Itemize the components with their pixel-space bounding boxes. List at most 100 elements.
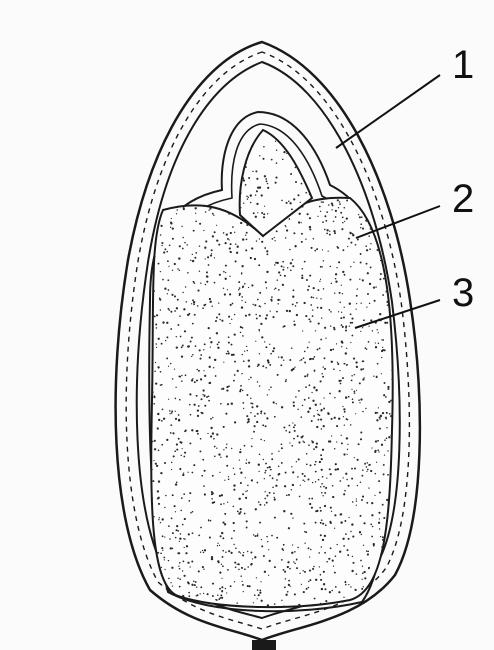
- stipple-dot: [166, 336, 168, 338]
- stipple-dot: [382, 412, 384, 414]
- stipple-dot: [360, 438, 362, 440]
- stipple-dot: [354, 457, 355, 458]
- stipple-dot: [180, 336, 182, 338]
- stipple-dot: [348, 238, 350, 240]
- stipple-dot: [181, 346, 183, 348]
- stipple-dot: [251, 479, 253, 481]
- stipple-dot: [311, 498, 313, 500]
- stipple-dot: [179, 562, 181, 564]
- stipple-dot: [293, 232, 295, 234]
- stipple-dot: [157, 413, 159, 415]
- stipple-dot: [169, 244, 171, 246]
- stipple-dot: [216, 448, 217, 449]
- stipple-dot: [153, 290, 155, 292]
- stipple-dot: [331, 590, 333, 592]
- stipple-dot: [182, 524, 184, 526]
- stipple-dot: [281, 559, 283, 561]
- stipple-dot: [176, 443, 178, 445]
- stipple-dot: [320, 419, 322, 421]
- stipple-dot: [226, 455, 228, 457]
- stipple-dot: [290, 173, 292, 175]
- stipple-dot: [155, 324, 157, 326]
- stipple-dot: [342, 249, 344, 251]
- stipple-dot: [188, 595, 190, 597]
- stipple-dot: [261, 212, 263, 214]
- stipple-dot: [320, 298, 321, 299]
- stipple-dot: [190, 566, 191, 567]
- stipple-dot: [286, 229, 288, 231]
- stipple-dot: [234, 562, 236, 564]
- stipple-dot: [219, 588, 221, 590]
- stipple-dot: [379, 418, 381, 420]
- stipple-dot: [382, 294, 384, 296]
- stipple-dot: [360, 223, 362, 225]
- stipple-dot: [376, 376, 378, 378]
- stipple-dot: [260, 439, 262, 441]
- stipple-dot: [298, 458, 300, 460]
- stipple-dot: [389, 413, 391, 415]
- stipple-dot: [319, 348, 321, 350]
- stipple-dot: [334, 293, 335, 294]
- stipple-dot: [304, 543, 305, 544]
- stipple-dot: [264, 440, 265, 441]
- stipple-dot: [158, 503, 160, 505]
- stipple-dot: [281, 462, 283, 464]
- stipple-dot: [213, 215, 214, 216]
- stipple-dot: [251, 446, 253, 448]
- stipple-dot: [156, 465, 158, 467]
- stipple-dot: [380, 273, 382, 275]
- stipple-dot: [362, 368, 364, 370]
- stipple-dot: [296, 559, 298, 561]
- stipple-dot: [264, 478, 265, 479]
- stipple-dot: [160, 271, 161, 272]
- stipple-dot: [360, 481, 361, 482]
- stipple-dot: [303, 523, 305, 525]
- stipple-dot: [231, 344, 233, 346]
- stipple-dot: [188, 592, 190, 594]
- stipple-dot: [321, 519, 323, 521]
- stipple-dot: [307, 289, 309, 291]
- stipple-dot: [324, 368, 326, 370]
- stipple-dot: [153, 396, 155, 398]
- stipple-dot: [234, 333, 236, 335]
- stipple-dot: [171, 294, 173, 296]
- stipple-dot: [242, 402, 244, 404]
- stipple-dot: [205, 258, 206, 259]
- stipple-dot: [248, 287, 249, 288]
- stipple-dot: [228, 476, 229, 477]
- stipple-dot: [221, 320, 223, 322]
- stipple-dot: [302, 435, 304, 437]
- stipple-dot: [306, 279, 308, 281]
- stipple-dot: [293, 438, 295, 440]
- stipple-dot: [233, 522, 235, 524]
- stipple-dot: [257, 187, 259, 189]
- stipple-dot: [158, 419, 160, 421]
- stipple-dot: [197, 290, 199, 292]
- stipple-dot: [359, 382, 361, 384]
- stipple-dot: [224, 293, 226, 295]
- stipple-dot: [313, 238, 315, 240]
- stipple-dot: [157, 366, 159, 368]
- stipple-dot: [304, 481, 305, 482]
- stipple-dot: [281, 200, 283, 202]
- stipple-dot: [386, 322, 388, 324]
- stipple-dot: [380, 416, 382, 418]
- stipple-dot: [362, 228, 364, 230]
- stipple-dot: [318, 323, 320, 325]
- stipple-dot: [175, 398, 177, 400]
- stipple-dot: [360, 253, 362, 255]
- stipple-dot: [270, 310, 271, 311]
- stipple-dot: [178, 438, 180, 440]
- stipple-dot: [344, 363, 345, 364]
- stipple-dot: [269, 560, 271, 562]
- stipple-dot: [367, 272, 369, 274]
- stipple-dot: [339, 302, 341, 304]
- stipple-dot: [233, 489, 235, 491]
- stipple-dot: [374, 300, 376, 302]
- stipple-dot: [349, 326, 350, 327]
- stipple-dot: [263, 459, 264, 460]
- stipple-dot: [290, 262, 292, 264]
- stipple-dot: [335, 216, 337, 218]
- stipple-dot: [275, 177, 277, 179]
- stipple-dot: [330, 507, 332, 509]
